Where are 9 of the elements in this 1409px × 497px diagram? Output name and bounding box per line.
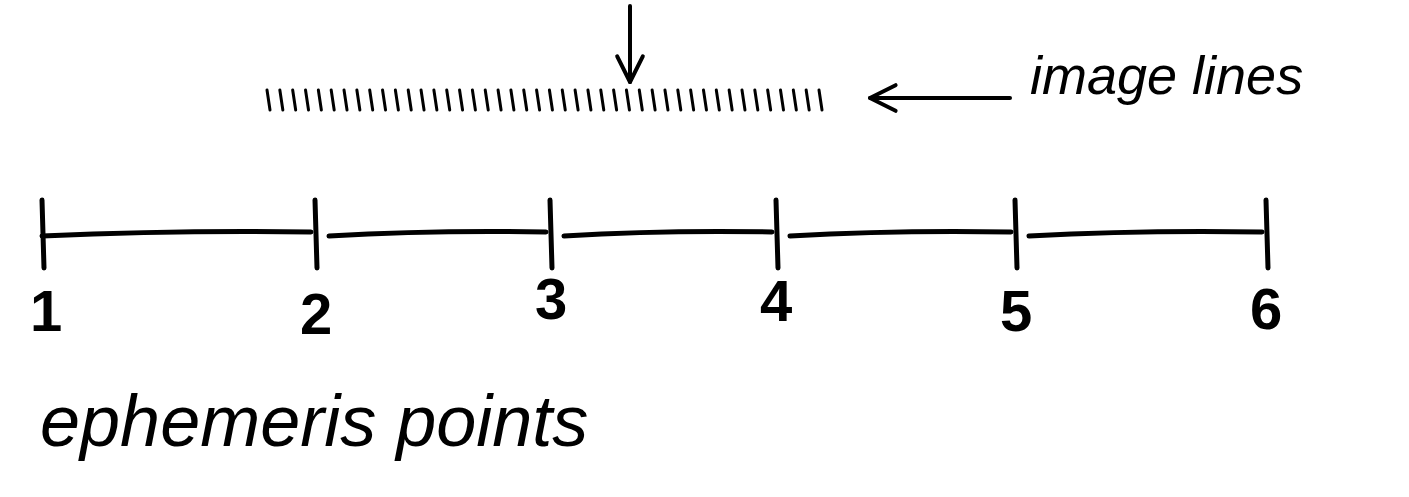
tick-number: 2 [300,285,333,343]
tick-number: 3 [535,270,568,328]
tick-number: 6 [1250,280,1283,338]
tick-number: 5 [1000,282,1033,340]
image-lines-drawing [265,88,824,112]
tick-number: 1 [30,282,63,340]
arrow [615,4,645,84]
arrow [868,83,1012,113]
tick-number: 4 [760,272,793,330]
